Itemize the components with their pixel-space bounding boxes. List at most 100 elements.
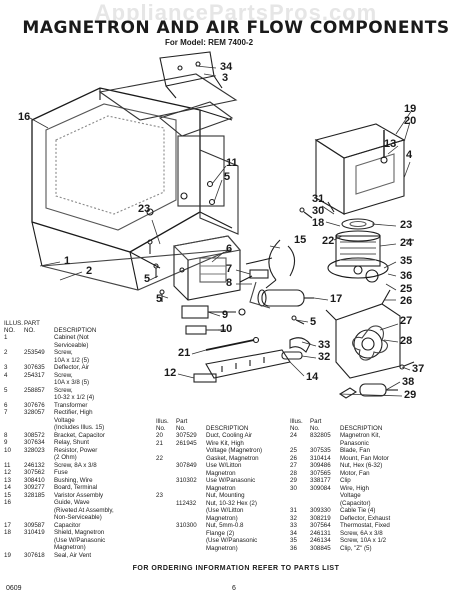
part-no (24, 334, 54, 342)
callout-6: 6 (226, 243, 233, 255)
parts-row: (Capacitor) (290, 500, 440, 508)
part-no: 309330 (310, 507, 331, 514)
illus-no: 34 (290, 529, 297, 537)
description: Bracket, Capacitor (54, 431, 105, 439)
parts-row: (Riveted At Assembly, (4, 507, 150, 515)
parts-row: 10A x 3/8 (5) (4, 379, 150, 387)
part-no (24, 379, 54, 387)
callout-35: 35 (400, 255, 413, 267)
illus-no: 21 (156, 439, 163, 447)
description: (Riveted At Assembly, (54, 506, 114, 514)
part-no: 307565 (310, 469, 331, 477)
illus-no: 23 (156, 492, 163, 499)
illus-no: 7 (4, 409, 8, 416)
illus-no: 36 (290, 544, 297, 552)
parts-row: Serviceable) (4, 342, 150, 350)
illus-no: 5 (4, 386, 8, 394)
part-no: 307618 (24, 551, 45, 559)
callout-7: 7 (226, 263, 233, 275)
part-no: 307676 (24, 401, 45, 409)
illus-no: 1 (4, 334, 8, 341)
part-no: 307635 (24, 364, 45, 371)
description: Wire Kit, High (206, 439, 244, 447)
description: Magnetron) (206, 514, 238, 522)
part-no: 309587 (24, 521, 45, 529)
hv-wire-drawing (205, 336, 260, 351)
parts-row: Panasonic (290, 440, 440, 448)
part-no (24, 417, 54, 425)
description: Screw, (54, 386, 73, 394)
part-no (24, 537, 54, 545)
air-duct-drawing (314, 123, 406, 215)
illus-no (4, 544, 24, 552)
callout-12: 12 (164, 367, 177, 379)
page-number: 6 (232, 585, 236, 592)
part-no: 307562 (24, 469, 45, 476)
illus-no (156, 530, 176, 538)
description: Deflector, Air (54, 364, 90, 371)
part-no: 253549 (24, 349, 45, 356)
description: 10A x 3/8 (5) (54, 379, 90, 386)
parts-row: Magnetron (156, 470, 284, 478)
description: Magnetron) (54, 544, 86, 551)
description: (Capacitor) (340, 499, 371, 507)
illus-no (156, 447, 176, 455)
description: Nut, Mounting (206, 492, 245, 499)
part-no: 246131 (310, 529, 331, 537)
callout-3: 3 (222, 72, 229, 84)
parts-row: (Use W/Panasonic (156, 537, 284, 545)
part-no: 307529 (176, 432, 197, 439)
parts-row: (Use W/Panasonic (4, 537, 150, 545)
illus-no (156, 477, 176, 485)
parts-row: Voltage (Magnetron) (156, 447, 284, 455)
illus-no (4, 537, 24, 545)
illus-no: 15 (4, 491, 11, 499)
callout-32: 32 (318, 351, 331, 363)
parts-row: (2 Ohm) (4, 454, 150, 462)
callout-17: 17 (330, 293, 343, 305)
description: Mount, Fan Motor (340, 454, 389, 462)
part-no: 328185 (24, 491, 45, 499)
screws-drawing (147, 201, 415, 370)
illus-no: 25 (290, 447, 297, 454)
illus-no: 32 (290, 514, 297, 522)
callout-2: 2 (86, 265, 93, 277)
part-no (176, 485, 206, 493)
callout-27: 27 (400, 315, 413, 327)
part-no (176, 492, 206, 500)
illus-no (156, 507, 176, 515)
illus-no: 22 (156, 454, 163, 462)
description: Serviceable) (54, 341, 89, 349)
cabinet-drawing (31, 73, 239, 291)
illus-no: 17 (4, 521, 11, 529)
part-no: 310419 (24, 529, 45, 536)
illus-no: 35 (290, 537, 297, 544)
part-no (24, 424, 54, 432)
illus-no (290, 500, 310, 508)
description: Gasket, Magnetron (206, 454, 259, 462)
description: Clip, "Z" (5) (340, 544, 372, 552)
illus-no: 31 (290, 507, 297, 514)
callout-34: 34 (220, 61, 233, 73)
illus-no: 30 (290, 484, 297, 492)
parts-row: Magnetron) (156, 515, 284, 523)
illus-no (4, 514, 24, 522)
part-no: 254317 (24, 371, 45, 379)
callout-23-right: 23 (400, 219, 413, 231)
